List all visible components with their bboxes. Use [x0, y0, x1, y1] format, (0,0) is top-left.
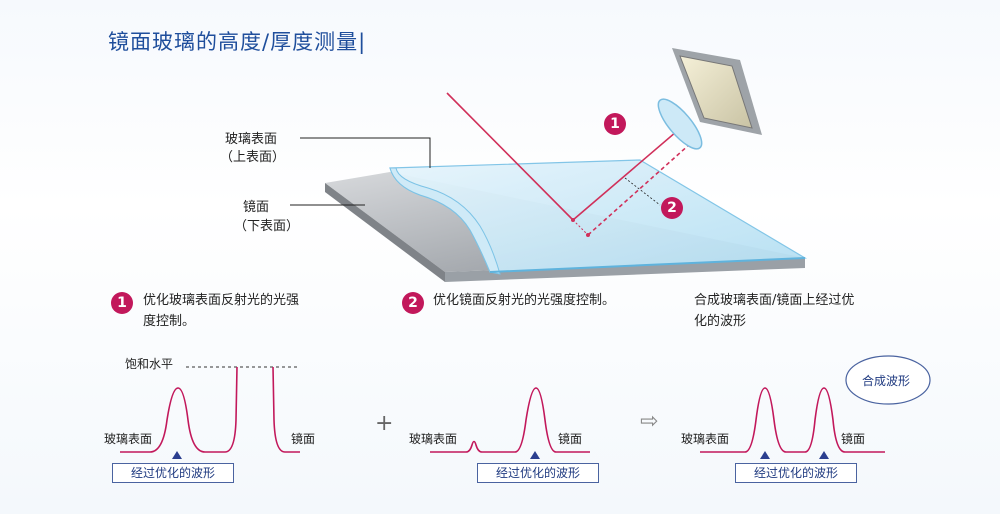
desc-marker-2: 2	[402, 292, 424, 314]
sensor	[672, 48, 762, 135]
optimized-waveform-box-2: 经过优化的波形	[477, 463, 599, 483]
glass-surface-label: 玻璃表面	[225, 132, 278, 147]
peak-marker-3b	[819, 451, 829, 459]
waveform-1-glass-label: 玻璃表面	[104, 432, 153, 446]
description-1-line1: 优化玻璃表面反射光的光强	[143, 293, 300, 308]
peak-marker-1	[172, 451, 182, 459]
mirror-sublabel: （下表面）	[234, 219, 300, 234]
mirror-plate-front	[445, 258, 805, 282]
combined-badge	[845, 355, 931, 405]
combined-waveform-label: 合成波形	[862, 374, 911, 388]
lens	[657, 98, 703, 150]
waveform-2	[430, 387, 590, 453]
description-3-line1: 合成玻璃表面/镜面上经过优	[694, 293, 855, 308]
optimized-waveform-box-1: 经过优化的波形	[112, 463, 234, 483]
saturation-label: 饱和水平	[125, 357, 174, 371]
waveform-2-mirror-label: 镜面	[558, 432, 583, 446]
waveform-1	[120, 366, 300, 453]
description-3-line2: 化的波形	[694, 314, 747, 329]
waveform-3	[700, 387, 885, 453]
arrow-icon: ⇨	[640, 409, 658, 434]
mirror-plate-edge	[325, 183, 445, 282]
mirror-label: 镜面	[243, 200, 270, 215]
description-1: 优化玻璃表面反射光的光强 度控制。	[143, 290, 299, 332]
waveform-3-mirror-label: 镜面	[841, 432, 866, 446]
glass-plate-edge	[389, 167, 501, 275]
peak-marker-2	[530, 451, 540, 459]
peak-marker-3a	[760, 451, 770, 459]
description-1-line2: 度控制。	[143, 314, 196, 329]
waveform-3-glass-label: 玻璃表面	[681, 432, 730, 446]
description-3: 合成玻璃表面/镜面上经过优 化的波形	[694, 290, 854, 332]
waveform-2-glass-label: 玻璃表面	[409, 432, 458, 446]
optimized-waveform-box-3: 经过优化的波形	[735, 463, 857, 483]
marker-1: 1	[604, 113, 626, 135]
desc-marker-1: 1	[111, 292, 133, 314]
waveform-1-mirror-label: 镜面	[291, 432, 316, 446]
description-2: 优化镜面反射光的光强度控制。	[433, 293, 616, 308]
marker-2: 2	[661, 197, 683, 219]
glass-surface-sublabel: （上表面）	[220, 150, 286, 165]
page-title: 镜面玻璃的高度/厚度测量|	[108, 30, 367, 54]
reflected-beam-1	[572, 119, 691, 221]
plus-sign: +	[375, 411, 393, 436]
incident-beam	[446, 92, 574, 221]
